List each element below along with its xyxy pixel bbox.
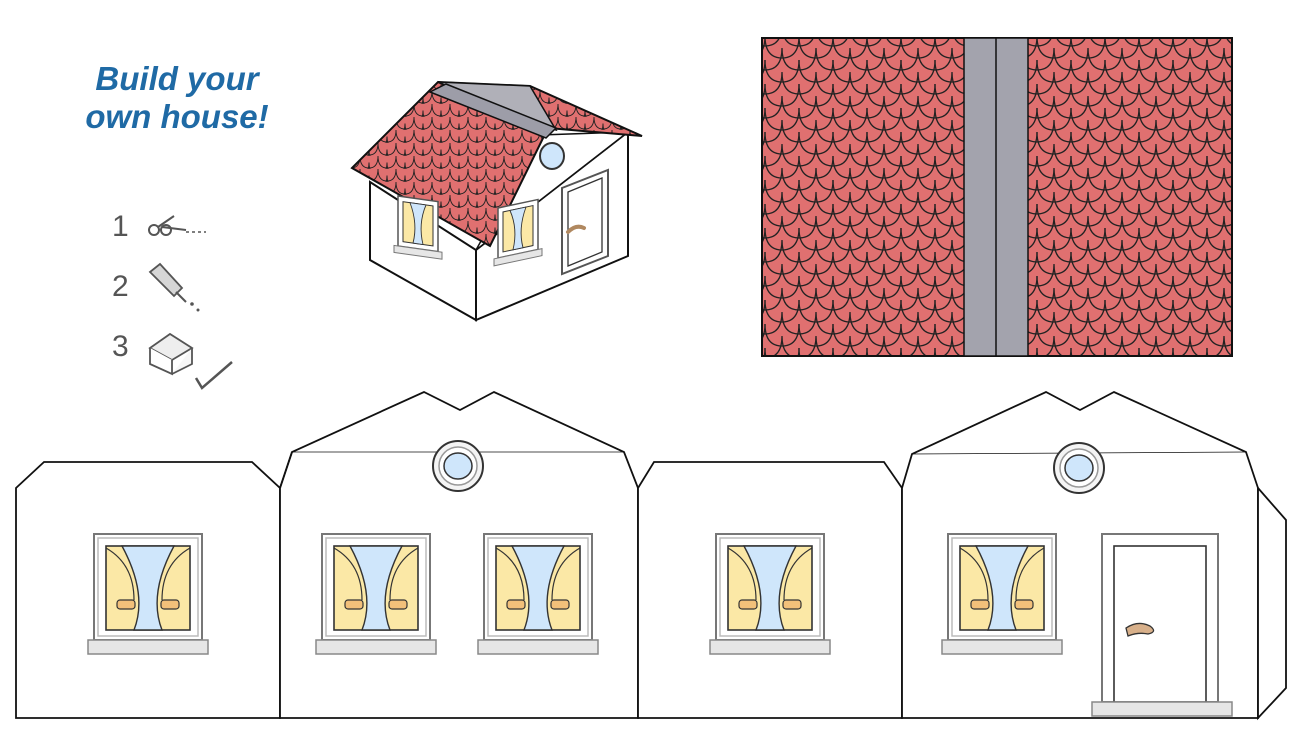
porthole-window-2: [1053, 442, 1105, 494]
window-4: [709, 533, 831, 655]
window-5: [941, 533, 1063, 655]
roof-cutout: [761, 37, 1233, 357]
porthole-window-1: [432, 440, 484, 492]
window-1: [87, 533, 209, 655]
window-3: [477, 533, 599, 655]
title-line-2: own house!: [85, 98, 269, 135]
step-2-number: 2: [112, 270, 129, 303]
house-preview: [350, 80, 643, 322]
step-3-number: 3: [112, 330, 129, 363]
title-line-1: Build your: [95, 60, 259, 97]
scissors-icon: [148, 215, 206, 236]
window-2: [315, 533, 437, 655]
house-check-icon: [148, 332, 233, 390]
door: [1091, 533, 1233, 717]
door-handle: [1125, 622, 1155, 637]
glue-icon: [148, 262, 200, 312]
step-1-number: 1: [112, 210, 129, 243]
instruction-steps: 1 2 3: [112, 210, 233, 390]
page-title: Build your own house!: [62, 60, 292, 136]
wall-cutout: [15, 390, 1287, 721]
